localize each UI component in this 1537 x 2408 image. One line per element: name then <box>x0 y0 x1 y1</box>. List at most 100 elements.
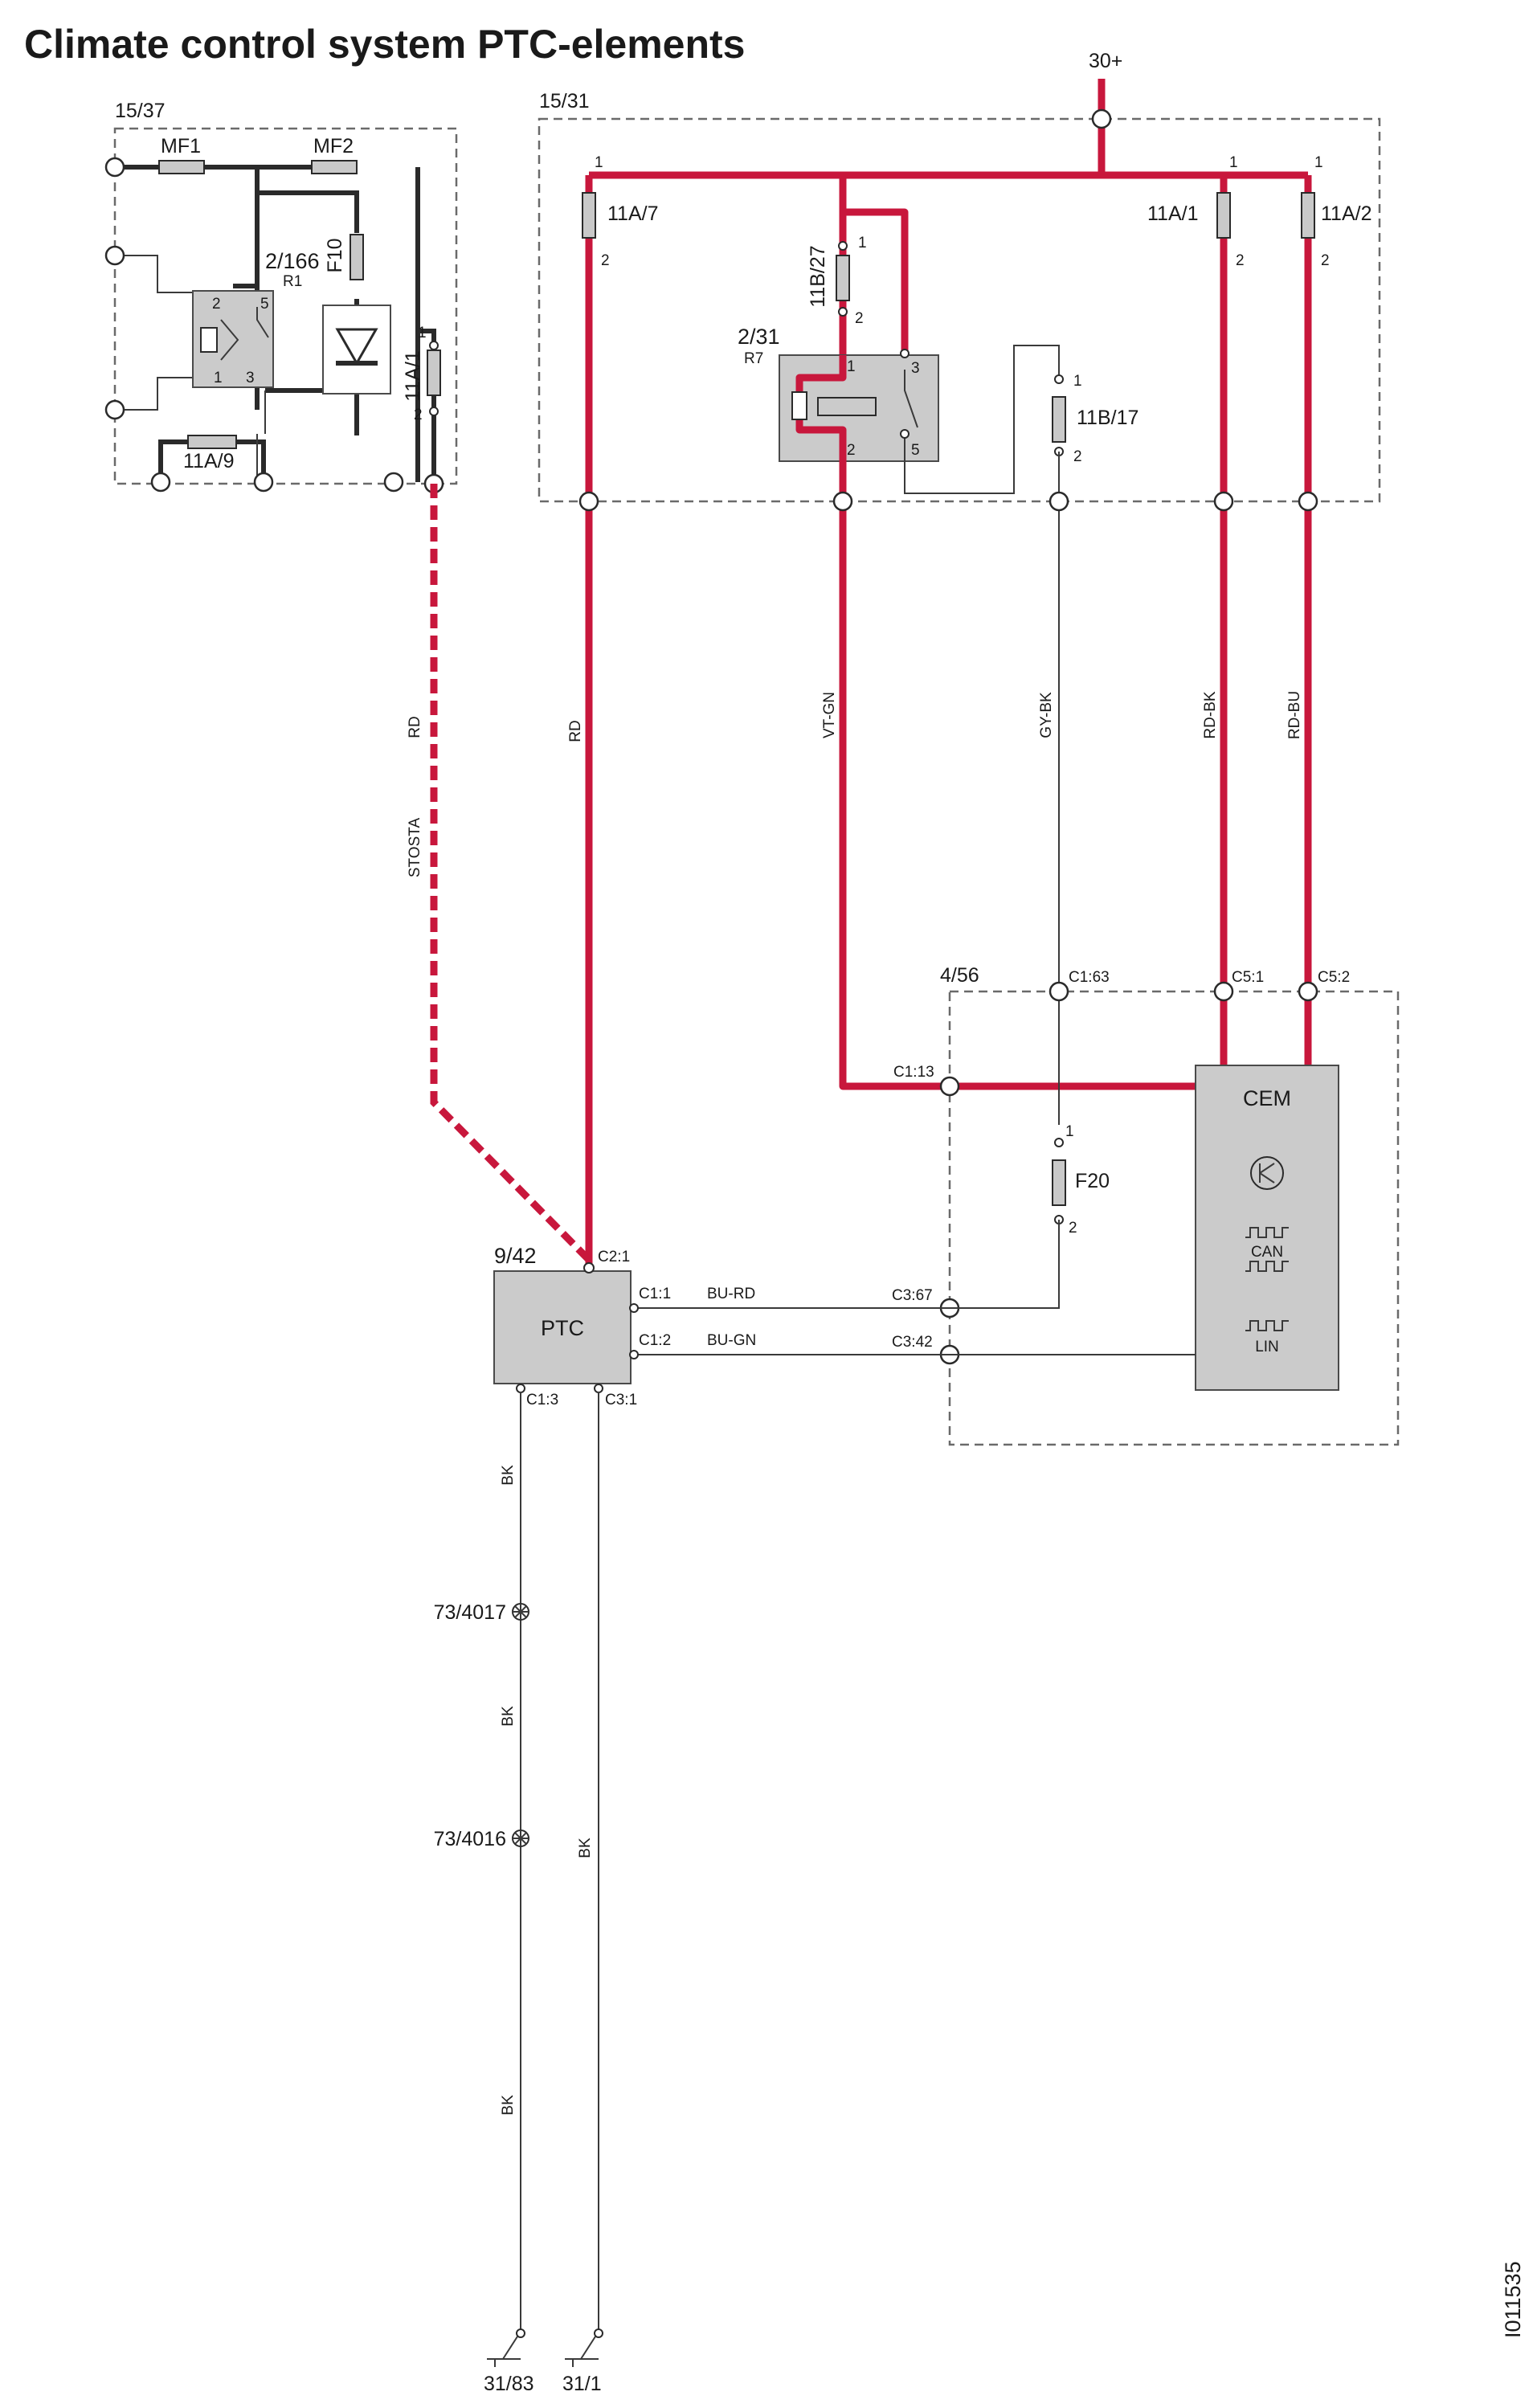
fuse-11a1-left-label: 11A/1 <box>402 350 424 401</box>
conn-c1-13: C1:13 <box>893 1064 934 1081</box>
fuse-f10 <box>350 234 364 280</box>
relay-r7-name: R7 <box>744 350 763 367</box>
wire-label-rd-bu: RD-BU <box>1286 691 1303 739</box>
left-terminal-c <box>150 472 171 493</box>
ground-3183-label: 31/83 <box>484 2373 534 2395</box>
fuse-11a1-pin1: 1 <box>1229 154 1238 171</box>
ptc-pin-c1-1 <box>629 1303 639 1313</box>
right-terminal-gy-bk <box>1049 491 1069 512</box>
fuse-11a7-pin1: 1 <box>595 154 603 171</box>
wire-label-stosta: STOSTA <box>407 818 423 878</box>
fuse-11b27-pin-top <box>838 241 848 251</box>
wire-11b17-feed <box>904 345 1060 494</box>
supply-terminal-node <box>1091 108 1112 129</box>
ptc-pin-c2-1 <box>583 1262 595 1274</box>
fuse-mf2-label: MF2 <box>313 135 354 157</box>
fuse-11b17-label: 11B/17 <box>1077 407 1138 429</box>
wire-label-bk-2: BK <box>500 1706 517 1727</box>
fuse-f20 <box>1052 1159 1066 1206</box>
ptc-pin-c1-2 <box>629 1350 639 1359</box>
fuse-11b17-pin1: 1 <box>1073 373 1082 390</box>
wire-label-vt-gn: VT-GN <box>821 692 838 738</box>
ground-3183-node <box>516 2328 525 2338</box>
ground-311-label: 31/1 <box>562 2373 602 2395</box>
relay-r7-body <box>779 354 939 462</box>
fuse-11b17 <box>1052 396 1066 443</box>
ground-3183-icon <box>487 2336 521 2367</box>
ptc-pin-c3-1 <box>594 1384 603 1393</box>
wire-relay-r7-3 <box>843 208 909 352</box>
wire-label-rd: RD <box>567 720 584 742</box>
wire-label-rd-bk: RD-BK <box>1202 691 1219 738</box>
ptc-ref: 9/42 <box>494 1244 537 1268</box>
cem-name: CEM <box>1243 1086 1291 1110</box>
wire-label-rd-left: RD <box>407 716 423 738</box>
cem-node-c1-63 <box>1049 981 1069 1002</box>
wire-label-gy-bk: GY-BK <box>1038 692 1055 738</box>
relay-r1-name: R1 <box>283 273 302 290</box>
fuse-11b27-pin1: 1 <box>858 235 867 251</box>
transistor-icon-lines <box>1259 1163 1275 1184</box>
wire-label-bk-3: BK <box>500 2095 517 2116</box>
fuse-f10-label: F10 <box>324 238 346 272</box>
cem-can-label: CAN <box>1251 1244 1283 1261</box>
conn-c3-67: C3:67 <box>892 1287 933 1304</box>
fuse-box-15-37 <box>113 127 458 485</box>
fuse-f20-pin2: 2 <box>1069 1220 1077 1237</box>
fuse-11a7 <box>582 192 596 239</box>
left-terminal-a <box>104 245 125 266</box>
fuse-11a2-label: 11A/2 <box>1321 202 1371 225</box>
fuse-f20-pin1: 1 <box>1065 1123 1074 1140</box>
relay-r7-armature <box>817 397 877 416</box>
relay-r7-pin1: 1 <box>847 358 856 375</box>
right-terminal-rd-bu <box>1298 491 1318 512</box>
ptc-name: PTC <box>541 1316 584 1340</box>
relay-r7-pin5: 5 <box>911 442 920 459</box>
fuse-mf1-label: MF1 <box>161 135 201 157</box>
fuse-11a9-label: 11A/9 <box>183 450 234 472</box>
conn-c5-1: C5:1 <box>1232 969 1264 986</box>
conn-c1-1: C1:1 <box>639 1286 671 1302</box>
fuse-box-15-31 <box>538 117 1381 503</box>
fuse-11a7-pin2: 2 <box>601 252 610 269</box>
can-signal-icon <box>1245 1227 1289 1238</box>
page-title: Climate control system PTC-elements <box>24 22 746 67</box>
fuse-f20-pin-top <box>1054 1138 1064 1147</box>
conn-c5-2: C5:2 <box>1318 969 1350 986</box>
wire-label-bk-4: BK <box>577 1838 594 1858</box>
relay-r1-pin2: 2 <box>212 296 221 313</box>
fuse-11b27-pin2: 2 <box>855 310 864 327</box>
cem-node-c1-13 <box>939 1076 960 1097</box>
transistor-icon <box>1250 1156 1284 1190</box>
fuse-f20-label: F20 <box>1075 1170 1110 1192</box>
relay-r7-pin5-node <box>900 429 910 439</box>
conn-c1-2: C1:2 <box>639 1332 671 1349</box>
cem-box-label: 4/56 <box>940 964 979 987</box>
conn-c3-42: C3:42 <box>892 1334 933 1351</box>
fuse-11b27-label: 11B/27 <box>807 245 829 307</box>
fuse-11a2-pin1: 1 <box>1314 154 1323 171</box>
wire-label-bu-gn: BU-GN <box>707 1332 756 1349</box>
fuse-mf2 <box>311 160 358 174</box>
fuse-11a9 <box>187 435 237 449</box>
fuse-11b27 <box>836 255 850 301</box>
relay-r7-coil <box>791 391 807 420</box>
right-terminal-rd <box>578 491 599 512</box>
fuse-11b17-pin2: 2 <box>1073 448 1082 465</box>
relay-r7-pin2: 2 <box>847 442 856 459</box>
diode-icon <box>335 328 378 366</box>
wire-label-bu-rd: BU-RD <box>707 1286 755 1302</box>
fuse-11b17-pin-top <box>1054 374 1064 384</box>
splice-4016-cross <box>513 1830 529 1846</box>
fuse-11a1-left-pin1: 1 <box>418 325 427 341</box>
ground-311-icon <box>565 2336 599 2367</box>
relay-r1-switch <box>256 307 269 338</box>
conn-c1-3: C1:3 <box>526 1392 558 1408</box>
fuse-box-15-31-label: 15/31 <box>539 90 590 112</box>
left-terminal-mf1 <box>104 157 125 178</box>
fuse-11a1-left-pin2: 2 <box>414 407 423 423</box>
relay-r1-pin3: 3 <box>246 370 255 386</box>
splice-4016-label: 73/4016 <box>434 1828 506 1850</box>
fuse-11b27-pin-bottom <box>838 307 848 317</box>
